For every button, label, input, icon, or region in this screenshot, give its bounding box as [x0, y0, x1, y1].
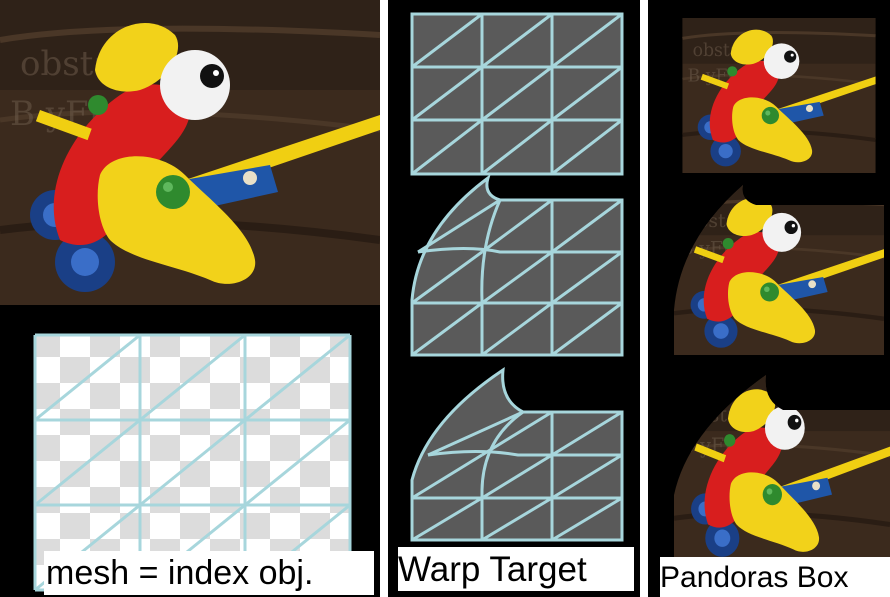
warp-mesh-grid — [410, 12, 624, 542]
checker-mesh — [33, 333, 352, 592]
panel-mesh-index: mesh = index obj. — [0, 0, 380, 597]
output-photo-warp-2 — [648, 370, 890, 570]
panel-label-warp: Warp Target — [398, 547, 634, 591]
panel-pandoras-box: Pandoras Box — [648, 0, 890, 597]
panel-label-mesh: mesh = index obj. — [44, 551, 374, 595]
toy-photo — [0, 0, 380, 305]
output-photo-warp-1 — [648, 180, 890, 360]
panel-warp-target: Warp Target — [388, 0, 640, 597]
panel-label-pandoras: Pandoras Box — [660, 557, 890, 597]
output-photo-flat — [674, 18, 884, 173]
